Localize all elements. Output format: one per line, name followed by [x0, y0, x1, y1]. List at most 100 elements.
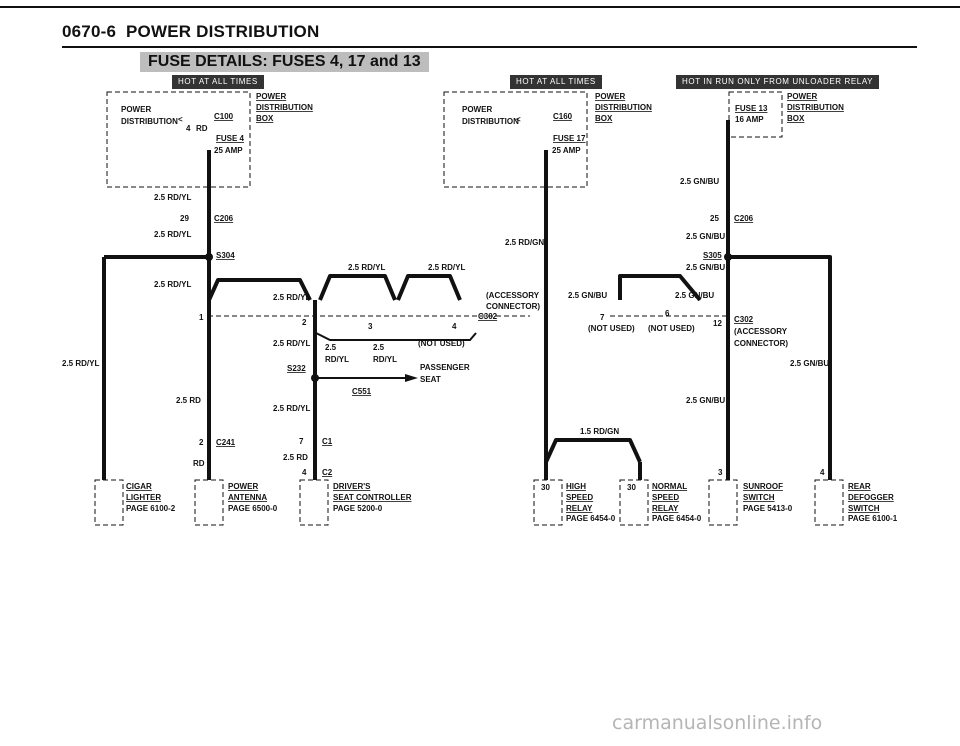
- fuse17-conn: C160: [553, 112, 573, 121]
- accessory-label: CONNECTOR): [734, 339, 788, 348]
- fuse4-pdb-3: BOX: [256, 114, 274, 123]
- top-rule: [0, 6, 960, 8]
- fuse17-amp: 25 AMP: [552, 146, 581, 155]
- high-speed-relay-label: SPEED: [566, 493, 593, 502]
- wire-label: 2.5 RD/YL: [62, 359, 99, 368]
- high-speed-relay-page: PAGE 6454-0: [566, 514, 616, 523]
- fuse13-amp: 16 AMP: [735, 115, 764, 124]
- wires: [102, 120, 832, 480]
- normal-speed-relay-label: RELAY: [652, 504, 679, 513]
- fuse13-panel-box: [728, 91, 783, 138]
- antenna-box: [194, 479, 224, 526]
- seat-ctrl-box: [299, 479, 329, 526]
- wire-label: 2.5 GN/BU: [680, 177, 719, 186]
- wire-label: 2.5 GN/BU: [790, 359, 829, 368]
- fuse17-pdb-2: DISTRIBUTION: [595, 103, 652, 112]
- fuse13-panel: FUSE 13 16 AMP POWER DISTRIBUTION BOX: [735, 92, 844, 124]
- wire-label: 2.5 GN/BU: [686, 263, 725, 272]
- fuse4-panel-box: [106, 91, 251, 188]
- connector-label: C302: [734, 315, 754, 324]
- branch-4: [396, 274, 462, 301]
- fuse4-amp: 25 AMP: [214, 146, 243, 155]
- pin-label: 3: [368, 322, 373, 331]
- accessory-label: (ACCESSORY: [486, 291, 540, 300]
- wire-labels: 2.5 RD/YL 29 C206 2.5 RD/YL S304 2.5 RD/…: [62, 177, 829, 492]
- wire-label: 2.5 GN/BU: [686, 232, 725, 241]
- sunroof-switch-label: SUNROOF: [743, 482, 783, 491]
- wire-label: 2.5 RD/YL: [154, 280, 191, 289]
- pin-label: 2: [199, 438, 204, 447]
- normal-speed-relay-label: SPEED: [652, 493, 679, 502]
- wire-label: 2.5: [373, 343, 385, 352]
- branch-3: [318, 274, 397, 301]
- seat-controller-page: PAGE 5200-0: [333, 504, 383, 513]
- pin-label: 7: [299, 437, 304, 446]
- rear-defogger-lead: [728, 255, 832, 480]
- rear-defogger-label: SWITCH: [848, 504, 880, 513]
- fuse13-pdb-3: BOX: [787, 114, 805, 123]
- branch-2: [207, 278, 312, 301]
- dashed-boxes: [94, 91, 844, 526]
- watermark: carmanualsonline.info: [612, 712, 823, 734]
- pin-label: 30: [541, 483, 550, 492]
- fuse4-distribution-label: DISTRIBUTION: [121, 117, 178, 126]
- connector-label: C241: [216, 438, 236, 447]
- wire-label: 2.5 RD/YL: [273, 404, 310, 413]
- sunroof-box: [708, 479, 738, 526]
- passenger-arrow: [405, 374, 418, 382]
- fuse4-pdb-1: POWER: [256, 92, 286, 101]
- rear-defogger-label: REAR: [848, 482, 871, 491]
- splices: [205, 253, 732, 382]
- connector-label: C206: [214, 214, 234, 223]
- banner-hot-at-all-times-mid: HOT AT ALL TIMES: [510, 75, 602, 89]
- speed-relay-branch: [544, 438, 642, 463]
- fuse13-pdb-1: POWER: [787, 92, 817, 101]
- wire-label: 2.5 RD/YL: [348, 263, 385, 272]
- fuse17-panel-box: [443, 91, 588, 188]
- normal-speed-relay-label: NORMAL: [652, 482, 687, 491]
- accessory-label: (ACCESSORY: [734, 327, 788, 336]
- rear-defogger-label: DEFOGGER: [848, 493, 894, 502]
- c302-bracket: [315, 332, 477, 341]
- connector-label: C1: [322, 437, 333, 446]
- connector-label: C2: [322, 468, 333, 477]
- connector-label: C302: [478, 312, 498, 321]
- gnbu-branch: [618, 274, 702, 302]
- wire-label: 2.5 RD: [176, 396, 201, 405]
- pin-label: 1: [199, 313, 204, 322]
- pin-label: 6: [665, 309, 670, 318]
- seat-controller-label: SEAT CONTROLLER: [333, 493, 412, 502]
- page-code: 0670-6: [62, 22, 117, 41]
- high-speed-relay-label: HIGH: [566, 482, 586, 491]
- fuse17-pdb-3: BOX: [595, 114, 613, 123]
- wire-label: 2.5 RD/GN: [505, 238, 544, 247]
- wire-label: 2.5 RD/YL: [273, 339, 310, 348]
- power-antenna-page: PAGE 6500-0: [228, 504, 278, 513]
- s304-splice: [205, 253, 213, 261]
- fuse4-power-label: POWER: [121, 105, 151, 114]
- pin-label: 12: [713, 319, 722, 328]
- splice-label: S232: [287, 364, 306, 373]
- s305-splice: [724, 253, 732, 261]
- wire-label: 2.5 RD/YL: [154, 193, 191, 202]
- wire-label: RD/YL: [373, 355, 397, 364]
- fuse4-label: FUSE 4: [216, 134, 245, 143]
- not-used-label: (NOT USED): [588, 324, 635, 333]
- cigar-lighter-label: LIGHTER: [126, 493, 161, 502]
- fuse4-arrow: <: [178, 115, 183, 124]
- pin-label: 30: [627, 483, 636, 492]
- pin-label: 4: [452, 322, 457, 331]
- fuse13-pdb-2: DISTRIBUTION: [787, 103, 844, 112]
- wire-label: 2.5 RD/YL: [154, 230, 191, 239]
- seat-label: SEAT: [420, 375, 441, 384]
- wire-label: 2.5 RD: [283, 453, 308, 462]
- rear-box: [814, 479, 844, 526]
- not-used-label: (NOT USED): [648, 324, 695, 333]
- connector-label: C206: [734, 214, 754, 223]
- fuse17-power-label: POWER: [462, 105, 492, 114]
- accessory-label: CONNECTOR): [486, 302, 540, 311]
- fuse4-pdb-2: DISTRIBUTION: [256, 103, 313, 112]
- fuse4-pin-wire: RD: [196, 124, 208, 133]
- passenger-label: PASSENGER: [420, 363, 470, 372]
- high-box: [533, 479, 563, 526]
